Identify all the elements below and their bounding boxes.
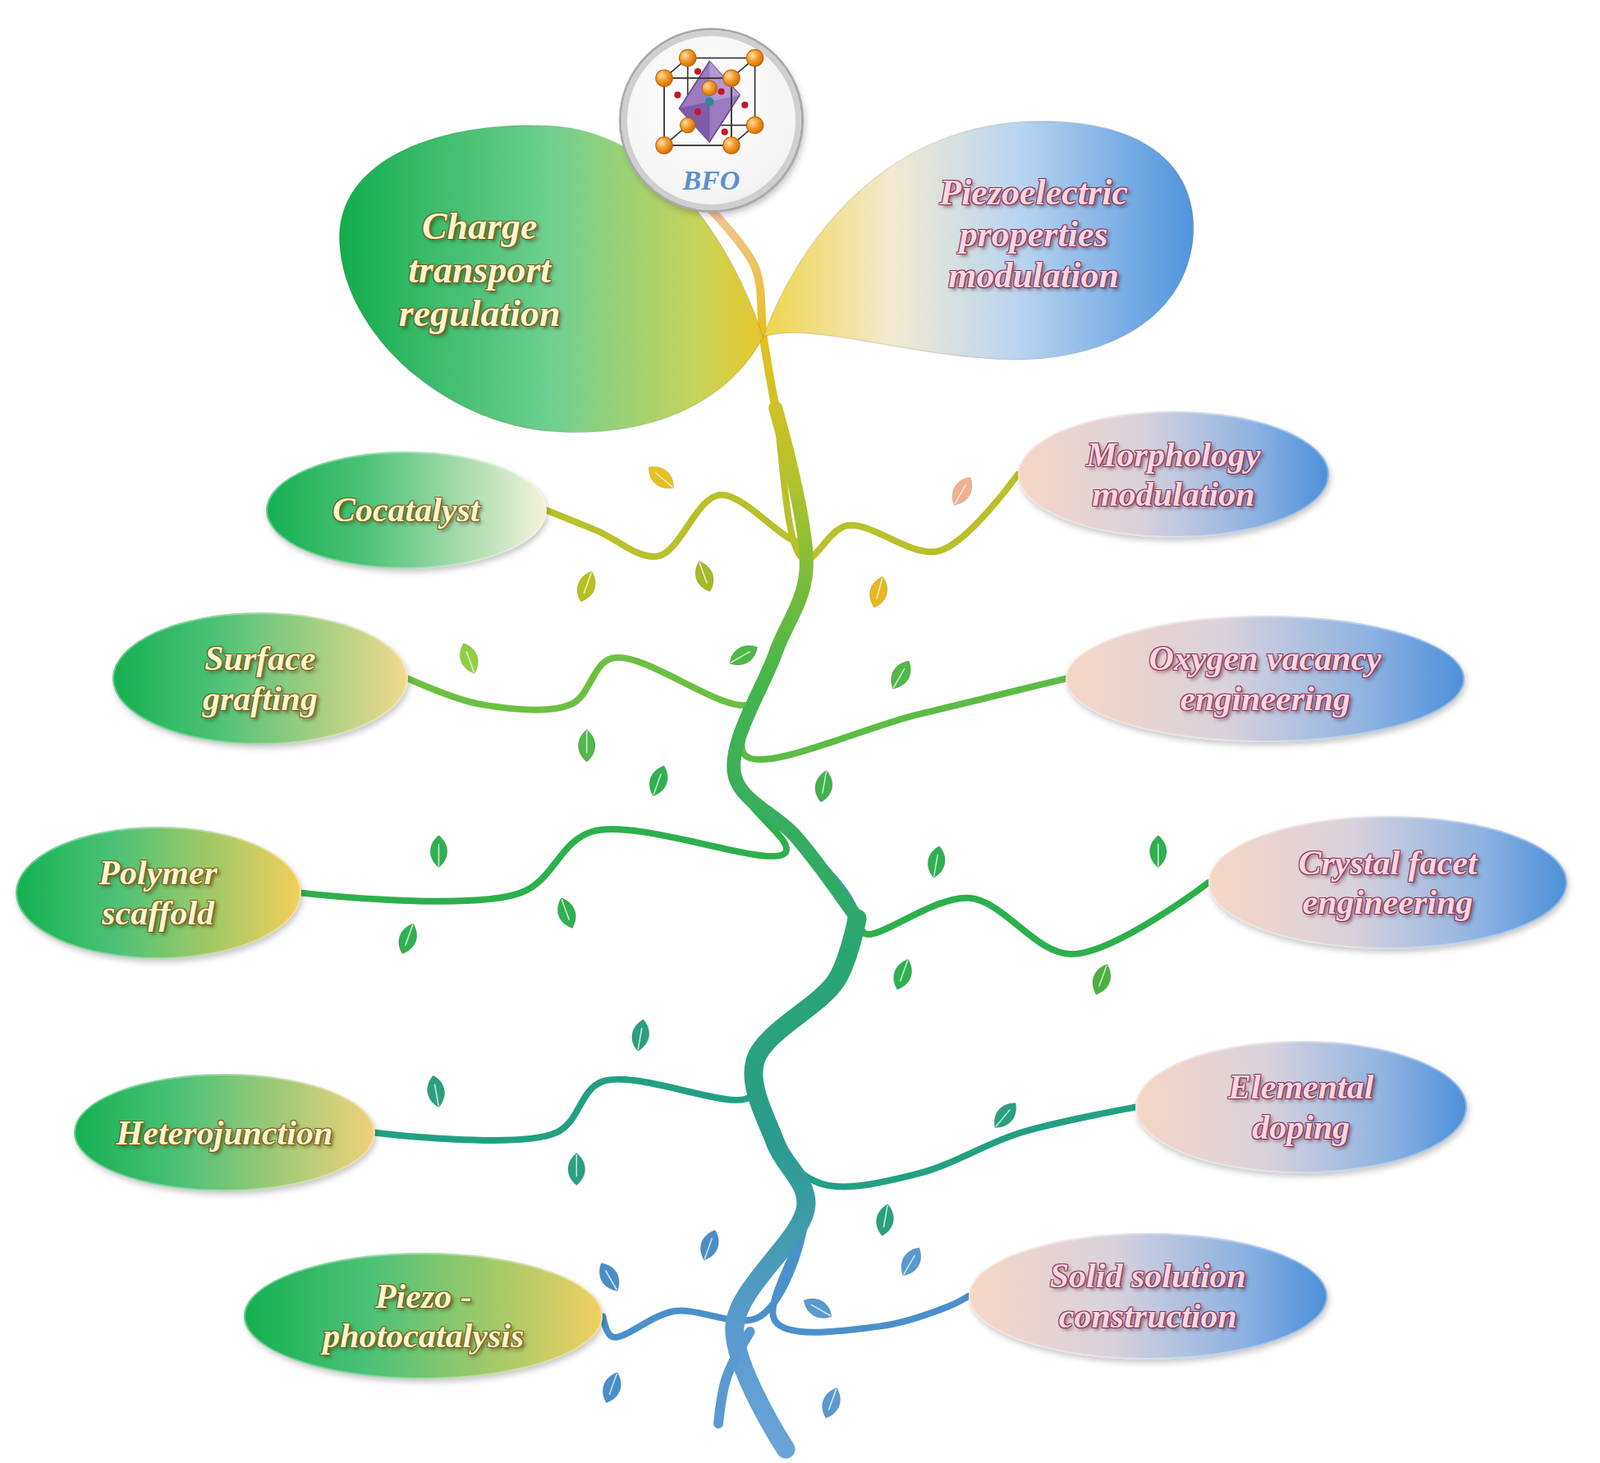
material-label: BFO	[682, 164, 740, 197]
strategy-label: Piezo - photocatalysis	[293, 1276, 554, 1357]
small-leaf	[691, 558, 719, 595]
small-leaf	[988, 1097, 1023, 1133]
strategy-ellipse: Piezo - photocatalysis	[243, 1252, 603, 1380]
strategy-ellipse: Polymer scaffold	[15, 826, 302, 960]
strategy-label: Elemental doping	[1196, 1067, 1406, 1147]
strategy-ellipse: Surface grafting	[112, 612, 409, 746]
strategy-label: Solid solution construction	[1017, 1256, 1279, 1336]
small-leaf	[430, 834, 448, 867]
stem-segment	[734, 918, 858, 1449]
small-leaf	[573, 568, 601, 606]
small-leaf	[598, 1369, 626, 1406]
big-leaf-label: Piezoelectric properties modulation	[760, 114, 1199, 370]
strategy-label: Heterojunction	[116, 1113, 334, 1153]
small-leaf	[799, 1292, 836, 1324]
category-label: Charge transport regulation	[370, 205, 590, 336]
small-leaf	[577, 729, 596, 762]
tree-stem	[710, 210, 858, 1449]
small-leaf	[594, 1258, 625, 1295]
small-leaf	[553, 894, 581, 931]
root	[718, 1331, 751, 1424]
small-leaf	[866, 574, 891, 610]
small-leaf	[643, 460, 679, 495]
small-leaf	[394, 920, 422, 957]
strategy-label: Morphology modulation	[1061, 435, 1286, 515]
small-leaf	[873, 1202, 896, 1238]
small-leaf	[895, 1243, 927, 1280]
branch-connector	[710, 210, 968, 1333]
small-leaf	[425, 1073, 448, 1109]
category-label: Piezoelectric properties modulation	[903, 172, 1165, 298]
small-leaf	[885, 656, 917, 693]
strategy-label: Surface grafting	[168, 638, 353, 719]
small-leaf	[925, 844, 948, 880]
small-leaf	[812, 769, 835, 804]
strategy-label: Polymer scaffold	[66, 852, 251, 933]
strategy-ellipse: Heterojunction	[73, 1073, 376, 1192]
small-leaf	[1150, 834, 1168, 867]
strategy-ellipse: Crystal facet engineering	[1208, 816, 1568, 949]
strategy-ellipse: Cocatalyst	[265, 451, 547, 569]
strategy-ellipse: Elemental doping	[1135, 1040, 1468, 1174]
strategy-ellipse: Morphology modulation	[1017, 411, 1330, 538]
stem-segment	[733, 408, 858, 918]
small-leaf	[889, 956, 917, 993]
small-leaf	[696, 1227, 724, 1264]
strategy-ellipse: Oxygen vacancy engineering	[1065, 615, 1465, 743]
strategy-label: Crystal facet engineering	[1257, 843, 1518, 923]
small-leaf	[1088, 961, 1116, 998]
small-leaf	[725, 639, 762, 670]
strategy-label: Cocatalyst	[332, 490, 481, 530]
small-leaf	[568, 1153, 586, 1186]
small-leaf	[629, 1017, 652, 1053]
small-leaf	[645, 762, 673, 799]
small-leaf	[946, 472, 977, 509]
crystal-badge: BFO	[621, 30, 802, 211]
strategy-label: Oxygen vacancy engineering	[1119, 638, 1411, 719]
strategy-ellipse: Solid solution construction	[968, 1233, 1328, 1360]
small-leaf	[455, 640, 483, 677]
small-leaf	[817, 1384, 845, 1422]
